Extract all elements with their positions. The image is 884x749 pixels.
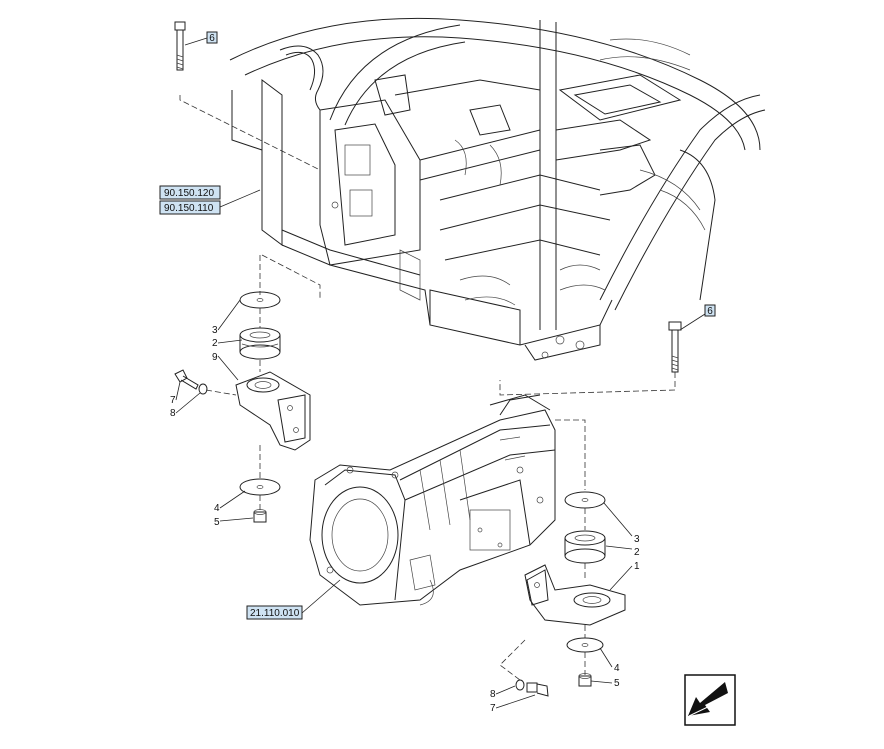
callout-3-left: 3 [212, 325, 218, 336]
nut-right [578, 673, 592, 687]
connector-line [261, 254, 321, 300]
nut-left [253, 509, 267, 523]
reference-90-150-110[interactable]: 90.150.110 [159, 200, 221, 215]
washer-right-lower [566, 637, 604, 653]
marker-right-label: 6 [707, 306, 713, 317]
marker-box-right [704, 304, 716, 317]
reference-21-110-010[interactable]: 21.110.010 [246, 605, 303, 620]
bolt-right [668, 321, 682, 373]
cab-frame [229, 17, 766, 361]
washer-left-lower [239, 478, 281, 496]
washer-right-upper [564, 491, 606, 509]
callout-2-right: 2 [634, 547, 640, 558]
bracket-right [524, 564, 626, 626]
rubber-mount-left [239, 327, 281, 360]
bolt-bottom [515, 679, 549, 697]
arrow-down-left-icon[interactable] [684, 674, 736, 726]
marker-box-top [206, 31, 218, 44]
reference-label: 21.110.010 [250, 608, 300, 619]
callout-8-left: 8 [170, 408, 176, 419]
callout-9: 9 [212, 352, 218, 363]
callout-3-right: 3 [634, 534, 640, 545]
connector-line [179, 95, 321, 171]
callout-4-right: 4 [614, 663, 620, 674]
connector-line [499, 372, 676, 396]
reference-label: 90.150.120 [164, 188, 214, 199]
callout-5-left: 5 [214, 517, 220, 528]
rubber-mount-right [564, 530, 606, 564]
callout-2-left: 2 [212, 338, 218, 349]
transmission-housing [309, 394, 556, 606]
callout-7-left: 7 [170, 395, 176, 406]
reference-label: 90.150.110 [164, 203, 214, 214]
callout-1: 1 [634, 561, 640, 572]
bolt-left [174, 369, 208, 395]
callout-4-left: 4 [214, 503, 220, 514]
bolt-top [174, 21, 186, 71]
callout-8-bottom: 8 [490, 689, 496, 700]
bracket-left [235, 371, 311, 451]
callout-5-right: 5 [614, 678, 620, 689]
callout-7-bottom: 7 [490, 703, 496, 714]
reference-90-150-120[interactable]: 90.150.120 [159, 185, 221, 200]
marker-top-label: 6 [209, 33, 215, 44]
